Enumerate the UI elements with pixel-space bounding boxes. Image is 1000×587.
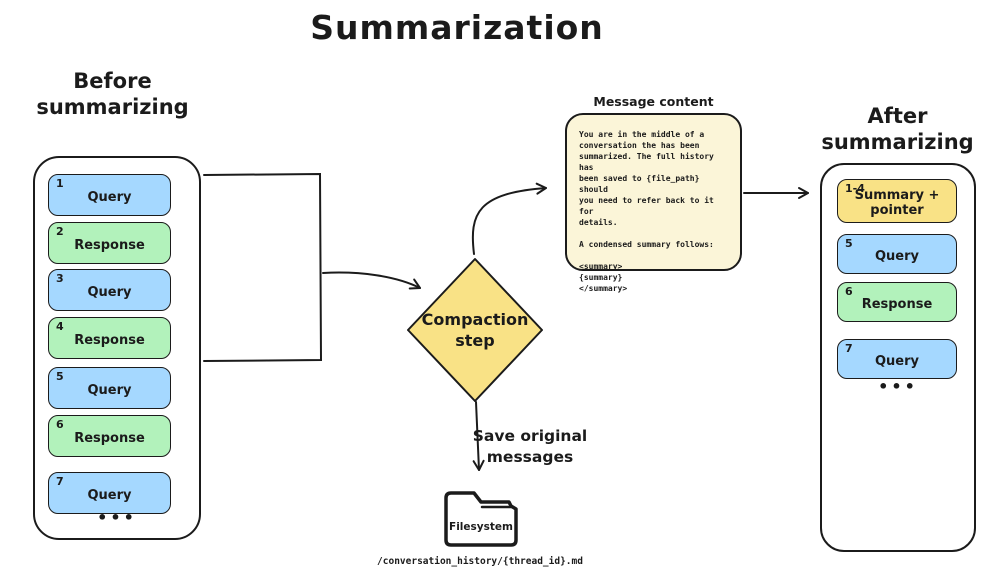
message-item-label: Query [874, 248, 919, 264]
message-item-number: 7 [845, 342, 853, 355]
folder-icon [444, 491, 518, 547]
ellipsis: ••• [97, 508, 137, 527]
message-content-heading: Message content [593, 94, 714, 109]
message-item-label: Query [87, 382, 132, 398]
save-original-messages-label: Save original messages [472, 427, 588, 466]
arrow-compaction-to-filesystem [472, 401, 485, 471]
message-item: 5 Query [48, 367, 171, 409]
group-bracket [203, 172, 323, 362]
page-title: Summarization [310, 8, 604, 47]
after-heading: After summarizing [821, 104, 974, 154]
message-item: 4 Response [48, 317, 171, 359]
message-item-label: Response [74, 332, 145, 348]
summary-pointer-item: 1-4 Summary + pointer [837, 179, 957, 223]
message-item-number: 4 [56, 320, 64, 333]
compaction-diamond [407, 258, 543, 402]
arrow-bracket-to-compaction [322, 271, 421, 290]
message-item-number: 7 [56, 475, 64, 488]
message-item-label: Response [74, 237, 145, 253]
message-item-number: 5 [845, 237, 853, 250]
message-item: 5 Query [837, 234, 957, 274]
message-item: 7 Query [48, 472, 171, 514]
ellipsis: ••• [878, 377, 918, 396]
message-item-number: 6 [845, 285, 853, 298]
message-item-label: Query [87, 487, 132, 503]
message-item-number: 1 [56, 177, 64, 190]
before-panel: 1 Query 2 Response 3 Query 4 Response 5 … [33, 156, 201, 540]
message-item-label: Summary + pointer [854, 188, 940, 218]
message-item-label: Response [74, 430, 145, 446]
message-item: 7 Query [837, 339, 957, 379]
compaction-step-label: Compaction step [421, 310, 529, 350]
message-item: 1 Query [48, 174, 171, 216]
message-item: 6 Response [48, 415, 171, 457]
arrow-compaction-to-message [471, 182, 547, 255]
after-panel: 1-4 Summary + pointer 5 Query 6 Response… [820, 163, 976, 552]
message-item-label: Query [87, 189, 132, 205]
message-item: 3 Query [48, 269, 171, 311]
filesystem-label: Filesystem [449, 521, 513, 533]
message-item-label: Response [861, 296, 933, 312]
file-path-label: /conversation_history/{thread_id}.md [377, 556, 583, 567]
message-item: 6 Response [837, 282, 957, 322]
message-item-label: Query [87, 284, 132, 300]
before-heading: Before summarizing [36, 69, 189, 119]
message-content-box: You are in the middle of a conversation … [565, 113, 742, 293]
message-item: 2 Response [48, 222, 171, 264]
message-item-number: 6 [56, 418, 64, 431]
message-item-number: 5 [56, 370, 64, 383]
message-item-number: 2 [56, 225, 64, 238]
message-item-label: Query [874, 353, 919, 369]
message-item-number: 3 [56, 272, 64, 285]
message-item-number: 1-4 [845, 182, 865, 195]
message-content-body: You are in the middle of a conversation … [579, 130, 714, 293]
